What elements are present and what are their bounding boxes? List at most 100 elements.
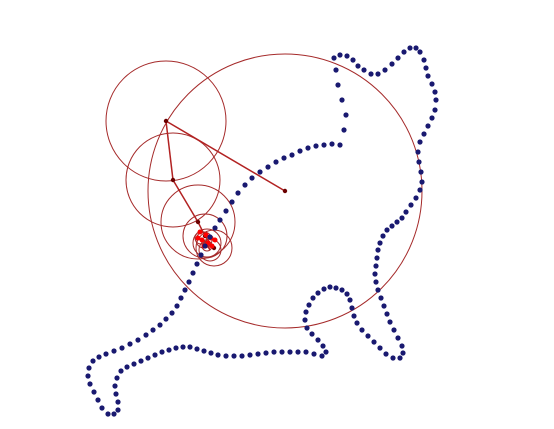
arm-joint-dot [163,118,169,124]
path-dot [419,179,425,185]
path-dot [399,215,405,221]
path-dot [423,65,429,71]
path-dot [375,287,381,293]
path-dot [305,145,311,151]
path-dot [384,311,390,317]
path-dot [347,297,353,303]
path-dot [395,55,401,61]
path-dot [368,71,374,77]
tip-cluster-dot [212,237,218,243]
path-dot [115,399,121,405]
path-dot [315,337,321,343]
path-dot [249,175,255,181]
tip-cluster-dot [209,243,215,249]
epicycle-arm [165,120,286,192]
path-dot [306,302,312,308]
path-dot [432,89,438,95]
path-dot [302,317,308,323]
path-dot [433,97,439,103]
path-dot [310,295,316,301]
epicycle-arm [165,120,174,181]
epicycle-arm [197,221,206,237]
path-dot [374,255,380,261]
path-dot [377,345,383,351]
epicycle-circles [105,53,423,329]
path-dot [169,310,175,316]
path-dot [187,344,193,350]
path-dot [180,344,186,350]
path-dot [335,82,341,88]
path-dot [247,352,253,358]
arm-joint-dot [170,177,176,183]
path-dot [90,358,96,364]
path-dot [145,355,151,361]
path-dot [327,284,333,290]
path-dot [96,354,102,360]
arm-joint-dot [195,219,201,225]
path-dot [375,247,381,253]
epicycle-circle [192,228,222,258]
epicycle-circle [160,184,236,260]
path-dot [295,349,301,355]
path-dot [99,405,105,411]
epicycle-circle [125,132,221,228]
path-dot [403,209,409,215]
path-dot [323,349,329,355]
path-dot [201,348,207,354]
path-dot [329,141,335,147]
epicycle-circle [105,60,227,182]
path-dot [208,350,214,356]
path-dot [432,107,438,113]
path-dot [417,49,423,55]
path-dot [217,217,223,223]
path-dot [416,159,422,165]
path-dot [371,339,377,345]
path-dot [124,364,130,370]
path-dot [131,361,137,367]
tip-cluster-dot [203,232,209,238]
path-dot [341,127,347,133]
path-dot [303,309,309,315]
path-dot [429,115,435,121]
path-dot [401,49,407,55]
path-dot [143,332,149,338]
path-dot [287,349,293,355]
tip-cluster-dot [199,237,205,243]
path-dot [400,350,406,356]
path-dot [381,303,387,309]
path-dot [359,327,365,333]
path-dot [399,343,405,349]
path-dot [373,279,379,285]
path-dot [91,389,97,395]
path-dot [289,152,295,158]
path-dot [349,305,355,311]
path-dot [315,290,321,296]
path-dot [152,352,158,358]
path-dot [111,348,117,354]
path-dot [337,142,343,148]
path-dot [343,112,349,118]
path-dot [395,335,401,341]
path-dot [425,123,431,129]
path-dot [163,316,169,322]
path-dot [333,67,339,73]
path-dot [115,407,121,413]
path-dot [350,57,356,63]
path-dot [159,349,165,355]
path-dot [182,287,188,293]
path-dot [389,223,395,229]
path-dot [119,345,125,351]
traced-path-dots [85,45,439,417]
path-dot [351,313,357,319]
path-dot [239,353,245,359]
path-dot [413,195,419,201]
path-dot [384,227,390,233]
path-dot [281,155,287,161]
path-dot [242,182,248,188]
path-dot [194,261,200,267]
path-dot [304,325,310,331]
path-dot [198,252,204,258]
path-dot [344,53,350,59]
path-dot [339,97,345,103]
